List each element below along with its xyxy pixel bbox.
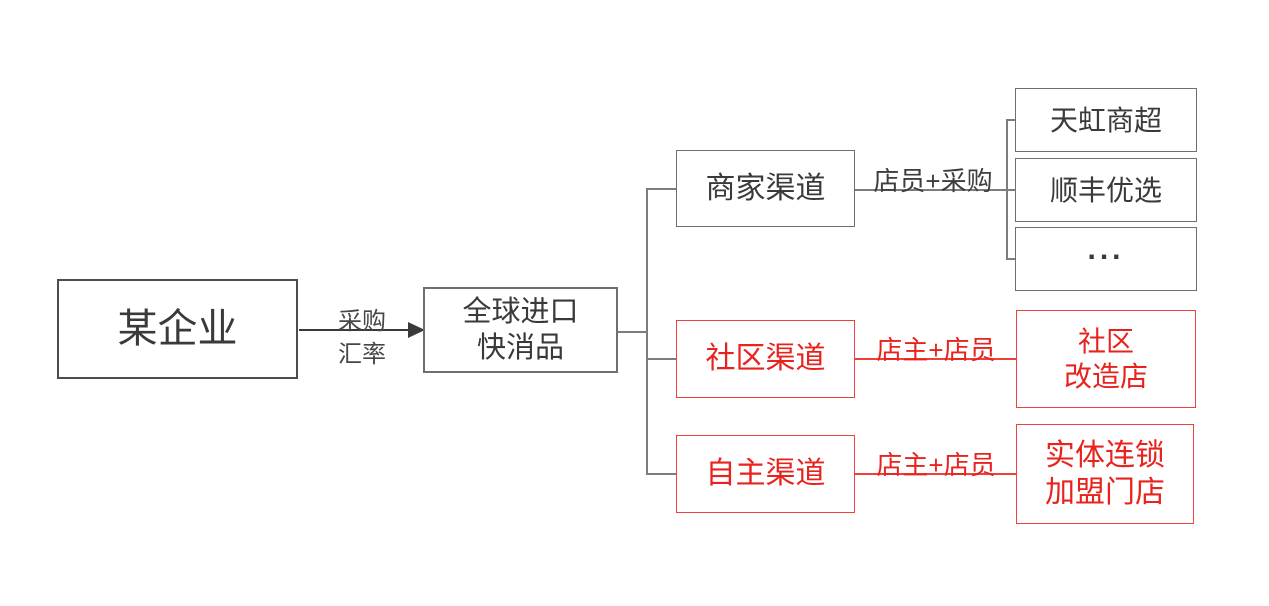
stub-self (646, 473, 677, 475)
node-hub-label: 全球进口 快消品 (462, 294, 578, 367)
trunk-line (646, 188, 648, 474)
node-franchise-store-line2: 加盟门店 (1045, 476, 1165, 509)
connector-merchant-stores (855, 189, 1016, 191)
node-store-tianhong: 天虹商超 (1015, 88, 1197, 152)
node-store-more: ... (1015, 227, 1197, 291)
node-company: 某企业 (57, 279, 298, 379)
node-hub-line1: 全球进口 (462, 295, 579, 328)
bracket-stub-bottom (1006, 258, 1016, 260)
node-community-channel: 社区渠道 (676, 320, 855, 398)
node-hub-line2: 快消品 (476, 332, 564, 364)
node-store-tianhong-label: 天虹商超 (1049, 104, 1162, 136)
node-self-channel: 自主渠道 (676, 435, 855, 513)
node-franchise-store: 实体连锁 加盟门店 (1016, 424, 1194, 524)
node-community-store: 社区 改造店 (1016, 310, 1196, 408)
connector-self-store (855, 473, 1017, 475)
edge-label-merchant: 店员+采购 (873, 166, 993, 196)
stub-community (646, 358, 677, 360)
node-community-store-line2: 改造店 (1063, 361, 1148, 392)
connector-community-store (855, 358, 1017, 360)
connector-hub-trunk (618, 331, 648, 333)
edge-label-procurement: 采购 (338, 308, 386, 335)
edge-label-exchange-rate: 汇率 (338, 341, 386, 368)
node-company-label: 某企业 (117, 307, 238, 351)
node-store-sf-label: 顺丰优选 (1049, 174, 1162, 206)
node-store-more-label: ... (1087, 233, 1125, 267)
node-merchant-channel-label: 商家渠道 (705, 171, 826, 205)
node-merchant-channel: 商家渠道 (676, 150, 855, 227)
bracket-line (1006, 119, 1008, 259)
node-franchise-store-line1: 实体连锁 (1045, 438, 1165, 472)
node-community-store-label: 社区 改造店 (1064, 324, 1148, 394)
node-franchise-store-label: 实体连锁 加盟门店 (1045, 437, 1165, 512)
node-self-channel-label: 自主渠道 (705, 457, 826, 491)
edge-label-self: 店主+店员 (876, 450, 996, 480)
node-community-channel-label: 社区渠道 (705, 342, 826, 376)
stub-merchant (646, 188, 677, 190)
edge-label-community: 店主+店员 (876, 335, 996, 365)
bracket-stub-top (1006, 119, 1016, 121)
node-community-store-line1: 社区 (1077, 326, 1134, 357)
node-store-sf: 顺丰优选 (1015, 158, 1197, 222)
node-hub: 全球进口 快消品 (423, 287, 618, 373)
arrowhead-icon (408, 322, 425, 338)
connector-company-hub (299, 329, 411, 331)
